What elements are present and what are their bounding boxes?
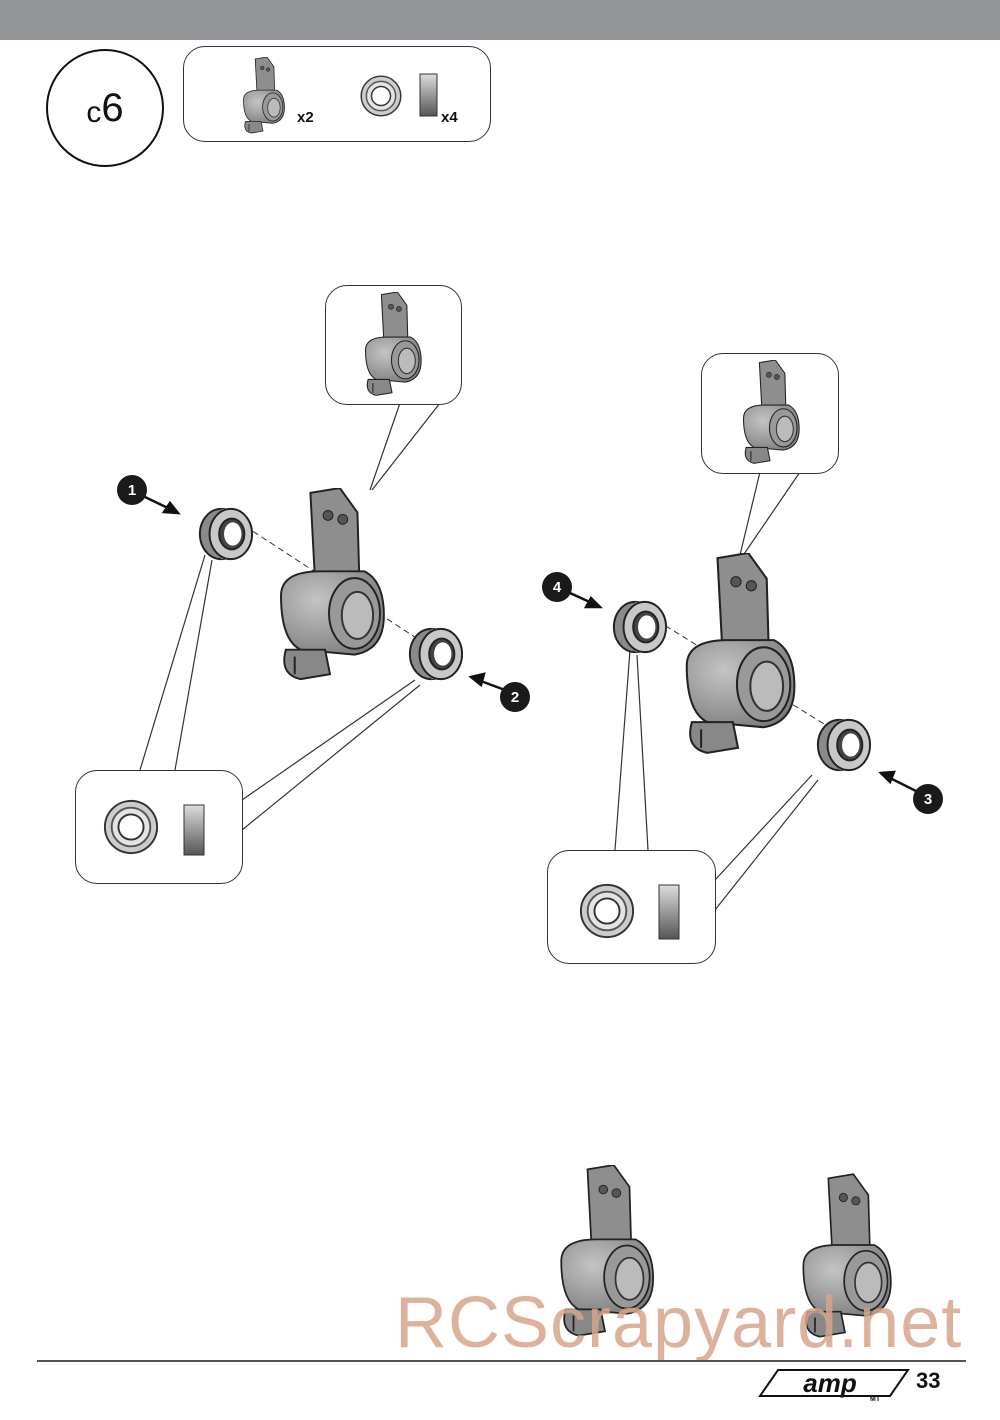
marker-4: 4 xyxy=(542,572,572,602)
bearing-quantity: x4 xyxy=(441,109,458,126)
header-bar xyxy=(0,0,1000,40)
bearing-front-icon xyxy=(103,799,159,855)
page-number: 33 xyxy=(916,1368,941,1393)
bearing-side-icon xyxy=(658,884,680,940)
step-prefix: c xyxy=(86,96,102,129)
marker-1: 1 xyxy=(117,475,147,505)
bearing-front-icon xyxy=(579,883,635,939)
logo-subtext: MT xyxy=(870,1396,881,1403)
marker-2: 2 xyxy=(500,682,530,712)
right-inner-bearing xyxy=(816,718,872,772)
parts-list-box: x2 x4 xyxy=(183,46,491,142)
left-inner-bearing xyxy=(408,627,464,681)
left-steering-knuckle xyxy=(279,488,385,681)
knuckle-quantity: x2 xyxy=(297,109,314,126)
left-knuckle-inset xyxy=(325,285,462,405)
watermark: RCScrapyard.net xyxy=(395,1283,963,1363)
left-bearing-callout xyxy=(75,770,243,884)
knuckle-icon xyxy=(364,292,422,396)
right-knuckle-inset xyxy=(701,353,839,474)
footer-divider xyxy=(37,1360,966,1362)
bearing-side-icon xyxy=(419,73,438,117)
right-outer-bearing xyxy=(612,600,668,654)
right-bearing-callout xyxy=(547,850,716,964)
marker-3: 3 xyxy=(913,784,943,814)
bearing-side-icon xyxy=(183,804,205,856)
logo-text: amp xyxy=(803,1368,857,1398)
step-number: 6 xyxy=(101,85,124,130)
amp-mt-logo: amp MT xyxy=(758,1368,910,1403)
left-outer-bearing xyxy=(198,507,254,561)
knuckle-icon xyxy=(742,360,800,464)
right-steering-knuckle xyxy=(685,553,796,754)
